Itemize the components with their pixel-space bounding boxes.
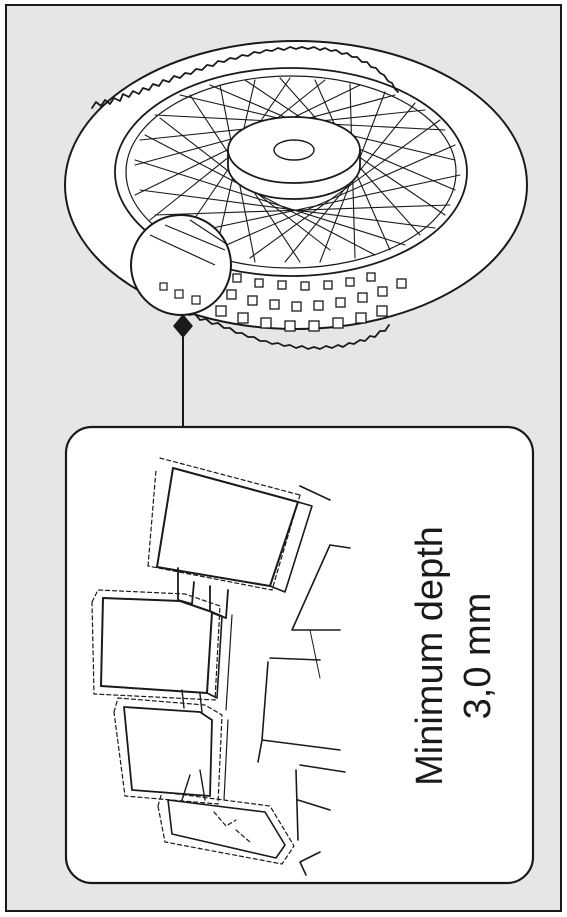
caption-line-1: Minimum depth (409, 526, 451, 786)
caption-line-2: 3,0 mm (457, 593, 499, 720)
tread-detail-illustration (91, 457, 351, 876)
callout-connector (173, 314, 193, 430)
diamond-marker-icon (173, 314, 193, 338)
magnifier-circle (130, 214, 232, 316)
